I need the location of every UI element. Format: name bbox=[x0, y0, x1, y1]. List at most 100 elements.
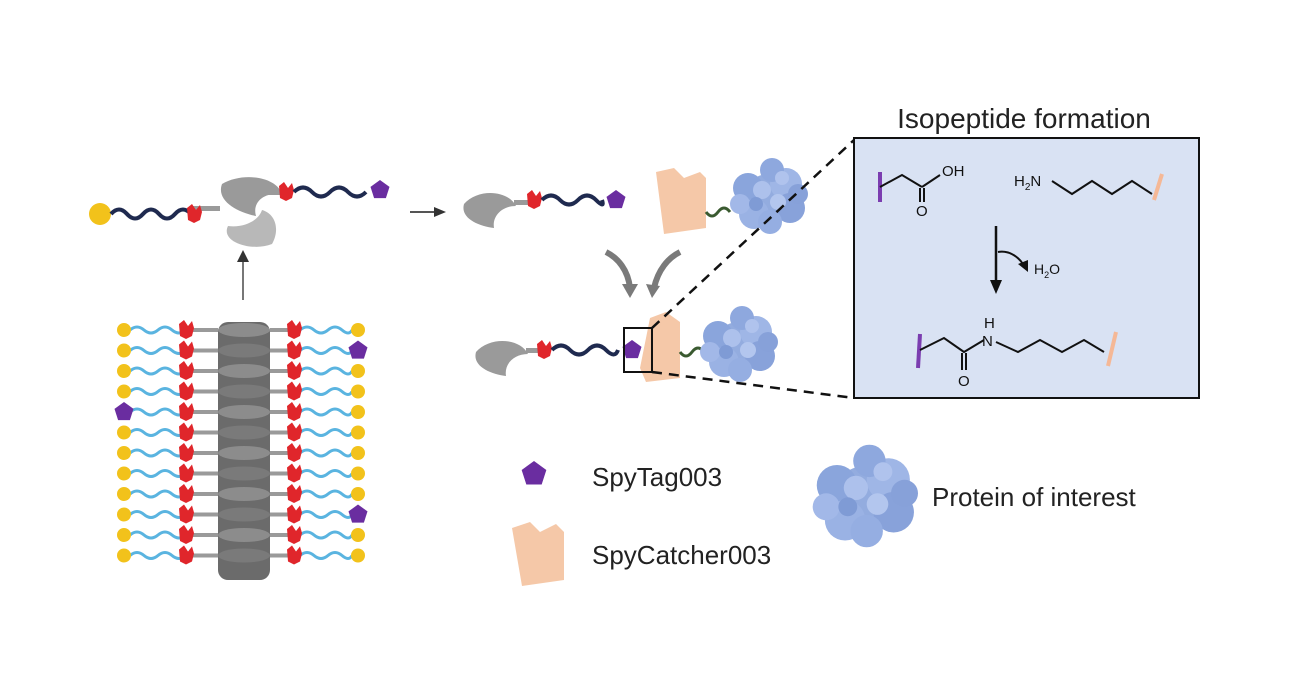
spytag-pentagon bbox=[114, 402, 134, 421]
acid-oh: OH bbox=[942, 163, 965, 180]
red-domain bbox=[179, 340, 194, 360]
spytag-pentagon bbox=[348, 504, 368, 523]
legend: SpyTag003 SpyCatcher003 Protein of inter… bbox=[512, 444, 1137, 586]
red-domain bbox=[287, 525, 302, 544]
protein-blob bbox=[730, 158, 808, 234]
spycatcher-shape bbox=[640, 312, 680, 382]
terminal-bead bbox=[351, 323, 365, 337]
terminal-bead bbox=[351, 548, 365, 563]
conjugate-product bbox=[475, 306, 778, 382]
protein-blob bbox=[700, 306, 778, 382]
domain-swap-half bbox=[226, 210, 277, 247]
merge-arrows bbox=[604, 249, 682, 298]
red-domain bbox=[179, 443, 194, 462]
spycatcher-protein-top bbox=[656, 158, 808, 234]
fiber-row bbox=[117, 340, 368, 360]
zoom-box bbox=[623, 327, 653, 373]
red-domain bbox=[287, 320, 302, 339]
product-n: N bbox=[982, 333, 993, 350]
product-h: H bbox=[984, 315, 995, 332]
legend-protein: Protein of interest bbox=[812, 444, 1137, 548]
legend-spytag-label: SpyTag003 bbox=[592, 462, 722, 492]
carboxylic-acid: OH O bbox=[878, 163, 965, 220]
red-domain bbox=[537, 340, 552, 359]
red-domain bbox=[287, 340, 302, 360]
fiber-row bbox=[117, 463, 365, 483]
fiber-bundle bbox=[114, 320, 368, 580]
fiber-row bbox=[117, 443, 365, 462]
terminal-bead bbox=[351, 528, 365, 542]
red-domain bbox=[179, 463, 194, 483]
red-domain bbox=[179, 361, 194, 380]
red-domain bbox=[287, 402, 302, 421]
legend-spycatcher-label: SpyCatcher003 bbox=[592, 540, 771, 570]
fiber-row bbox=[117, 525, 365, 544]
inset-title: Isopeptide formation bbox=[897, 103, 1151, 134]
terminal-bead bbox=[117, 425, 131, 440]
arrow-right bbox=[410, 207, 446, 217]
construct-released bbox=[463, 190, 626, 228]
spytag-pentagon bbox=[370, 180, 390, 199]
fiber-row bbox=[117, 361, 365, 380]
isopeptide-product: O H N bbox=[916, 315, 1118, 390]
red-domain bbox=[179, 484, 194, 503]
red-domain bbox=[179, 525, 194, 544]
terminal-bead bbox=[351, 384, 365, 399]
spytag-pentagon bbox=[348, 340, 368, 359]
legend-spytag: SpyTag003 bbox=[521, 461, 722, 492]
red-domain bbox=[287, 381, 302, 401]
spytag-pentagon bbox=[622, 340, 642, 359]
red-domain bbox=[179, 381, 194, 401]
red-domain bbox=[179, 504, 194, 524]
fiber-row bbox=[114, 402, 365, 421]
red-domain bbox=[287, 463, 302, 483]
terminal-bead bbox=[117, 446, 131, 460]
fiber-row bbox=[117, 504, 368, 524]
linker-dark bbox=[292, 185, 368, 199]
terminal-bead bbox=[117, 384, 131, 399]
protein-icon bbox=[812, 444, 918, 548]
red-domain bbox=[527, 190, 542, 209]
terminal-bead bbox=[351, 466, 365, 481]
terminal-bead bbox=[351, 364, 365, 378]
amine-formula: H2N bbox=[1014, 173, 1041, 193]
acid-o: O bbox=[916, 203, 928, 220]
domain-swap-half bbox=[475, 340, 528, 376]
terminal-bead bbox=[351, 487, 365, 501]
fiber-row bbox=[117, 320, 365, 339]
linker-green bbox=[678, 346, 706, 358]
legend-spycatcher: SpyCatcher003 bbox=[512, 522, 771, 586]
fiber-row bbox=[117, 545, 365, 565]
red-domain bbox=[179, 320, 194, 339]
red-domain bbox=[287, 443, 302, 462]
terminal-bead bbox=[117, 343, 131, 358]
legend-protein-label: Protein of interest bbox=[932, 482, 1137, 512]
linker-dark bbox=[540, 193, 605, 207]
terminal-bead bbox=[117, 323, 131, 337]
red-domain bbox=[287, 504, 302, 524]
terminal-bead bbox=[351, 405, 365, 419]
terminal-bead bbox=[117, 528, 131, 542]
red-domain bbox=[287, 361, 302, 380]
terminal-bead bbox=[351, 425, 365, 440]
red-domain bbox=[179, 545, 194, 565]
red-domain bbox=[287, 484, 302, 503]
fiber-row bbox=[117, 381, 365, 401]
spytag-pentagon bbox=[606, 190, 626, 209]
red-domain bbox=[279, 182, 294, 201]
terminal-bead bbox=[117, 466, 131, 481]
linker-green bbox=[704, 206, 732, 218]
terminal-bead bbox=[89, 203, 111, 225]
terminal-bead bbox=[117, 548, 131, 563]
red-domain bbox=[179, 402, 194, 421]
terminal-bead bbox=[117, 507, 131, 522]
spytag-icon bbox=[521, 461, 547, 485]
red-domain bbox=[287, 545, 302, 565]
inset-panel: Isopeptide formation OH O H2N H2O bbox=[853, 103, 1200, 399]
spycatcher-shape bbox=[656, 168, 706, 234]
water-formula: H2O bbox=[1034, 261, 1060, 280]
product-o: O bbox=[958, 373, 970, 390]
amine: H2N bbox=[1014, 173, 1164, 201]
red-domain bbox=[287, 422, 302, 442]
